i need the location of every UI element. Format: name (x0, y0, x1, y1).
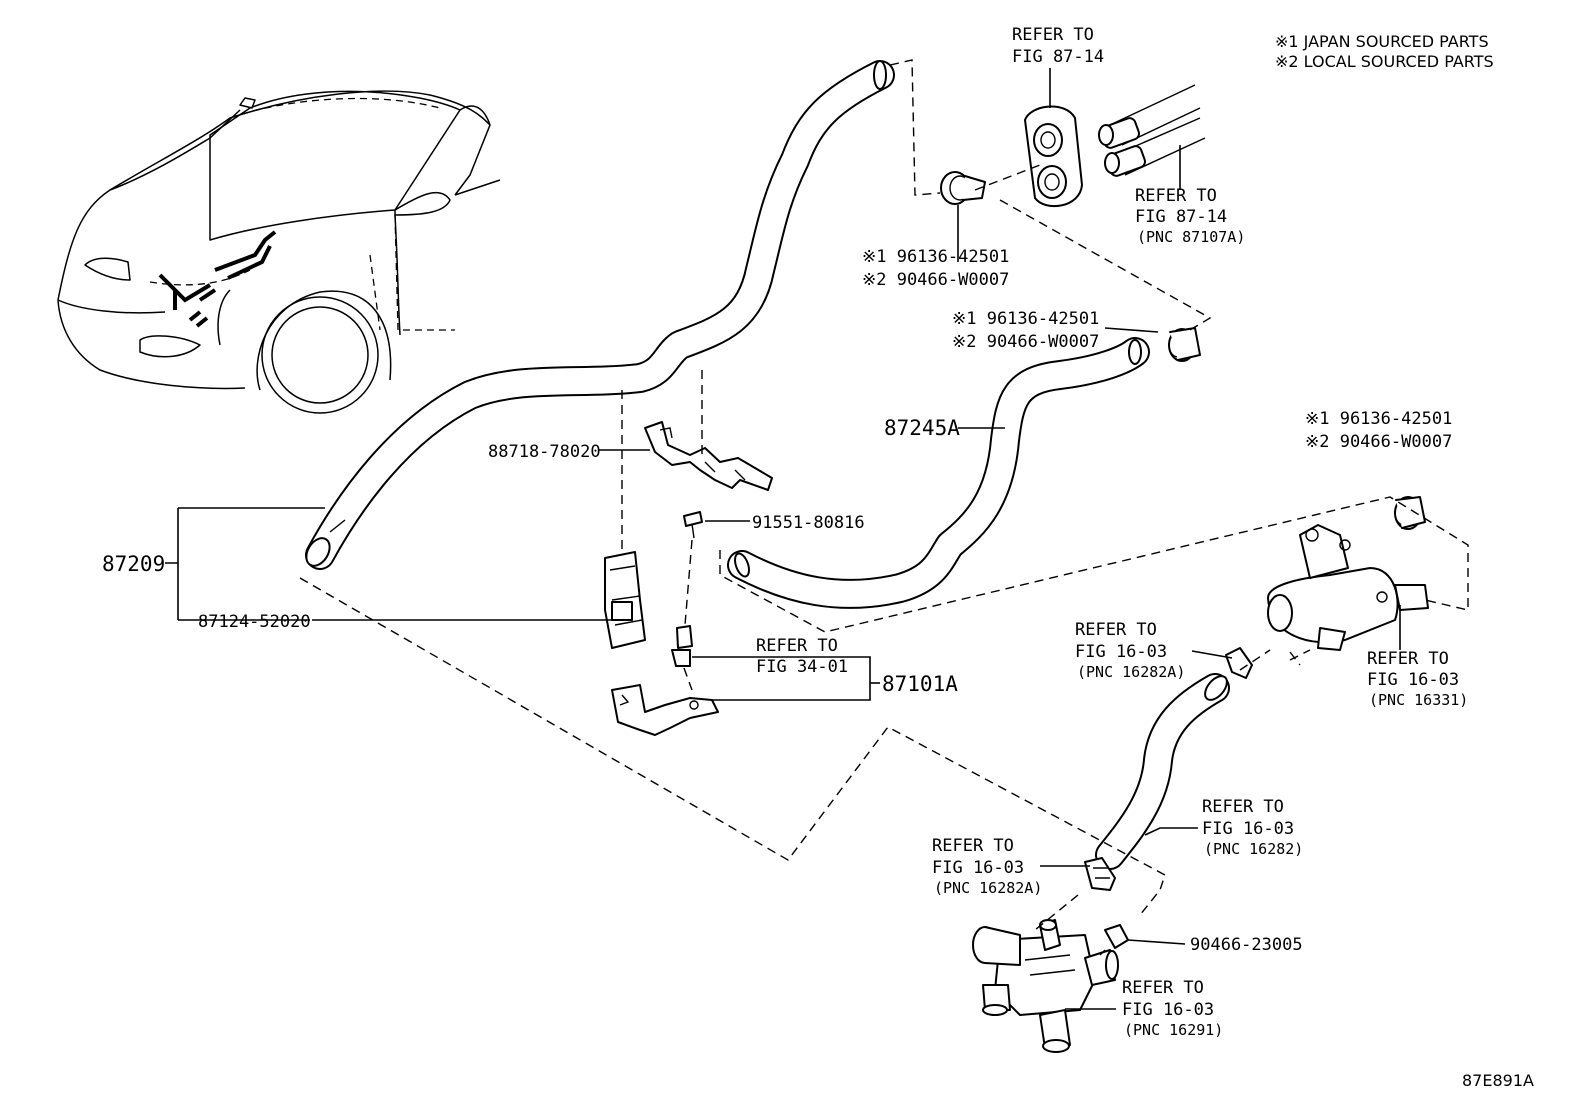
heater-pipes (1098, 84, 1206, 177)
clamp-right-line1: ※1 96136-42501 (1305, 409, 1452, 429)
part-87101A (611, 684, 719, 736)
clip-16282A-top (1225, 647, 1253, 679)
refer-87-14-right-line3: (PNC 87107A) (1137, 228, 1245, 246)
diagram-code: 87E891A (1462, 1071, 1534, 1090)
label-91551-80816: 91551-80816 (752, 513, 865, 533)
refer-16-03-a-line3: (PNC 16282A) (1077, 663, 1185, 681)
clip-90466 (1104, 924, 1129, 949)
clamp-mid (1168, 327, 1201, 362)
clamp-mid-line2: ※2 90466-W0007 (952, 332, 1099, 352)
bracket-88718 (644, 421, 773, 491)
refer-16-03-c-line1: REFER TO (1202, 797, 1284, 817)
valve-87124 (604, 551, 646, 649)
clamp-right-line2: ※2 90466-W0007 (1305, 432, 1452, 452)
bolt-91551 (683, 511, 703, 539)
label-87245A: 87245A (884, 416, 960, 440)
leader-lines (165, 68, 1401, 1010)
refer-16-03-b-line2: FIG 16-03 (1367, 670, 1459, 690)
refer-16-03-e-line1: REFER TO (1122, 978, 1204, 998)
grommet-plate (1024, 105, 1083, 207)
refer-87-14-top-line1: REFER TO (1012, 25, 1094, 45)
refer-16-03-b-line3: (PNC 16331) (1369, 691, 1468, 709)
refer-34-01-line1: REFER TO (756, 636, 838, 656)
clamp-top-line1: ※1 96136-42501 (862, 247, 1009, 267)
clamp-right (1394, 496, 1426, 530)
refer-16-03-d-line3: (PNC 16282A) (934, 879, 1042, 897)
note-local: ※2 LOCAL SOURCED PARTS (1275, 52, 1494, 71)
hose-87245A-drawing (727, 337, 1150, 609)
clip-16282A-lower (1084, 857, 1116, 891)
hose-lower-drawing (1095, 673, 1230, 870)
water-outlet (1267, 524, 1429, 651)
label-88718-78020: 88718-78020 (488, 442, 601, 462)
hose-87209-drawing (305, 60, 895, 570)
refer-87-14-right-line1: REFER TO (1135, 186, 1217, 206)
refer-16-03-b-line1: REFER TO (1367, 649, 1449, 669)
refer-16-03-e-line2: FIG 16-03 (1122, 1000, 1214, 1020)
refer-87-14-top-line2: FIG 87-14 (1012, 47, 1104, 67)
refer-34-01-line2: FIG 34-01 (756, 657, 848, 677)
label-87209: 87209 (102, 552, 165, 576)
assembly-dashed-lines (299, 59, 1469, 956)
label-87101A: 87101A (882, 672, 958, 696)
refer-16-03-a-line2: FIG 16-03 (1075, 642, 1167, 662)
refer-16-03-a-line1: REFER TO (1075, 620, 1157, 640)
refer-16-03-d-line2: FIG 16-03 (932, 858, 1024, 878)
water-inlet-housing (972, 919, 1119, 1053)
sensor-connector (671, 625, 693, 667)
label-87124-52020: 87124-52020 (198, 612, 311, 632)
label-90466-23005: 90466-23005 (1190, 935, 1303, 955)
note-japan: ※1 JAPAN SOURCED PARTS (1275, 32, 1489, 51)
vehicle-illustration (57, 90, 501, 414)
refer-16-03-d-line1: REFER TO (932, 836, 1014, 856)
refer-16-03-e-line3: (PNC 16291) (1124, 1021, 1223, 1039)
refer-87-14-right-line2: FIG 87-14 (1135, 207, 1227, 227)
clamp-top (940, 171, 986, 205)
refer-16-03-c-line3: (PNC 16282) (1204, 840, 1303, 858)
clamp-mid-line1: ※1 96136-42501 (952, 309, 1099, 329)
refer-16-03-c-line2: FIG 16-03 (1202, 819, 1294, 839)
clamp-top-line2: ※2 90466-W0007 (862, 270, 1009, 290)
